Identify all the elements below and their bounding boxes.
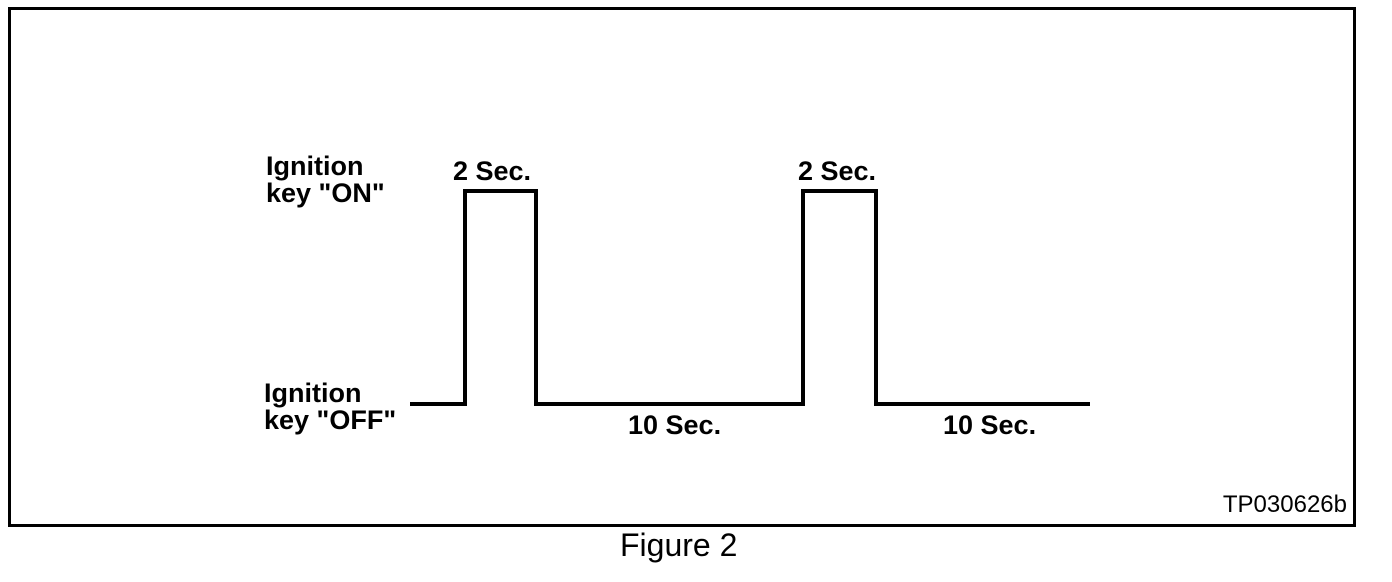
gap1-duration-label: 10 Sec. [628,410,722,440]
figure-caption: Figure 2 [620,527,738,563]
signal-label-ignition-on: Ignition key "ON" [266,153,385,207]
diagram-border [8,7,1356,527]
signal-label-ignition-on-line1: Ignition [266,151,364,181]
pulse1-duration-label: 2 Sec. [453,156,532,186]
gap2-duration-label: 10 Sec. [943,410,1037,440]
waveform-line [410,189,1090,406]
signal-label-ignition-off-line1: Ignition [264,378,362,408]
signal-label-ignition-off-line2: key "OFF" [264,405,397,435]
signal-label-ignition-off: Ignition key "OFF" [264,380,396,434]
figure-ref-code: TP030626b [1222,491,1347,518]
pulse2-duration-label: 2 Sec. [798,156,877,186]
signal-label-ignition-on-line2: key "ON" [266,178,385,208]
